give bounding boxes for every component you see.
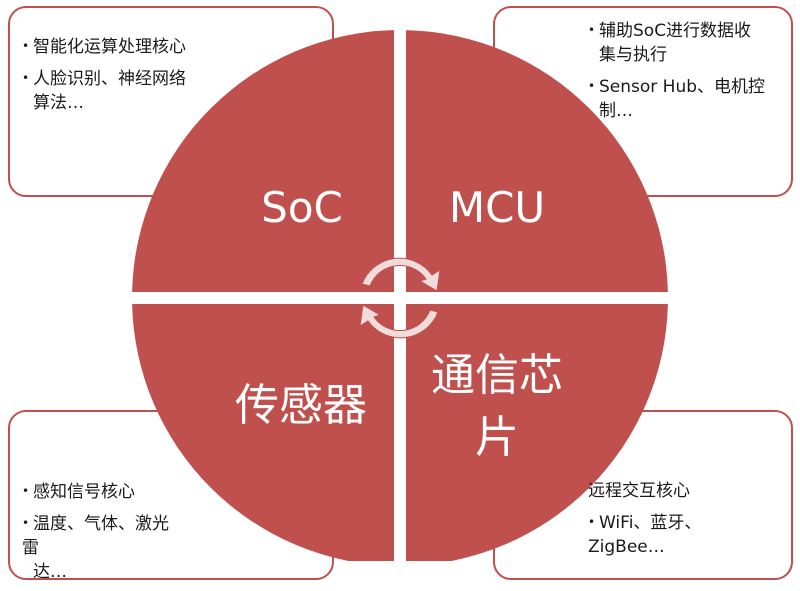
quadrant-comm-chip — [406, 304, 668, 561]
bullets-comm-chip: 远程交互核心 •WiFi、蓝牙、ZigBee… — [588, 479, 778, 566]
list-item: 远程交互核心 — [588, 481, 690, 501]
quadrant-circle-diagram: SoC MCU 传感器 通信芯 片 — [132, 30, 668, 561]
quadrant-mcu — [406, 30, 668, 292]
quadrant-label-comm-chip-line1: 通信芯 — [431, 350, 563, 401]
quadrant-label-comm-chip-line2: 片 — [475, 412, 519, 463]
list-item: •温度、气体、激光雷达… — [22, 514, 169, 582]
quadrant-soc — [132, 30, 394, 292]
quadrant-label-mcu: MCU — [449, 183, 545, 232]
quadrant-label-soc: SoC — [261, 183, 343, 232]
bullets-sensor: •感知信号核心 •温度、气体、激光雷达… — [22, 479, 182, 591]
list-item: •人脸识别、神经网络算法… — [22, 69, 186, 113]
list-item: •感知信号核心 — [22, 482, 135, 502]
quadrant-sensor — [132, 304, 394, 561]
bullets-mcu: •辅助SoC进行数据收集与执行 •Sensor Hub、电机控制… — [588, 18, 786, 130]
list-item: •Sensor Hub、电机控制… — [588, 77, 766, 121]
list-item: •WiFi、蓝牙、ZigBee… — [588, 513, 702, 557]
list-item: •智能化运算处理核心 — [22, 37, 186, 57]
cycle-arrows-icon — [359, 257, 441, 339]
quadrant-label-sensor: 传感器 — [235, 380, 367, 431]
watermark-logo: 智东西 — [701, 522, 786, 552]
list-item: •辅助SoC进行数据收集与执行 — [588, 21, 752, 65]
bullets-soc: •智能化运算处理核心 •人脸识别、神经网络算法… — [22, 34, 222, 122]
